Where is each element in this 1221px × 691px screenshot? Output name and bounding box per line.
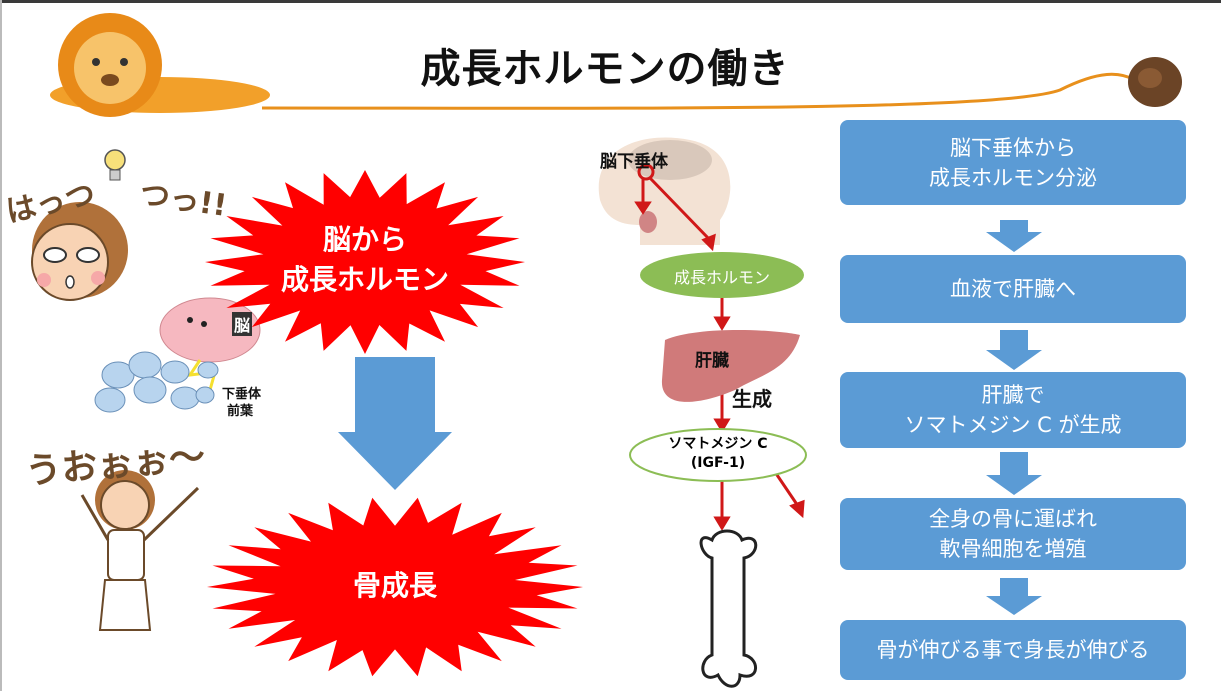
burst-top-shape xyxy=(205,170,525,354)
step-text: 成長ホルモン分泌 xyxy=(929,165,1097,190)
step-box-4: 全身の骨に運ばれ軟骨細胞を増殖 xyxy=(840,498,1186,570)
liver-label: 肝臓 xyxy=(695,351,729,371)
step-text: 血液で肝臓へ xyxy=(950,277,1076,301)
liver-shape xyxy=(661,330,800,402)
burst-bottom-shape xyxy=(207,497,583,677)
burst-top-label: 脳から 成長ホルモン xyxy=(270,220,460,300)
somatomedin-node xyxy=(629,428,807,482)
cheering-character xyxy=(80,470,200,631)
step-box-1: 脳下垂体から成長ホルモン分泌 xyxy=(840,120,1186,205)
step-box-3: 肝臓でソマトメジン C が生成 xyxy=(840,372,1186,448)
step-arrows xyxy=(986,220,1042,615)
step-box-5: 骨が伸びる事で身長が伸びる xyxy=(840,620,1186,680)
step-text: 脳下垂体から xyxy=(950,135,1076,160)
step-text: 軟骨細胞を増殖 xyxy=(939,537,1087,561)
left-border xyxy=(0,0,2,691)
step-text: 肝臓で xyxy=(981,383,1045,407)
somatomedin-line-2: (IGF-1) xyxy=(690,455,746,471)
top-border xyxy=(0,0,1221,3)
brain-tag: 脳 xyxy=(232,312,253,336)
page-title: 成長ホルモンの働き xyxy=(420,46,790,92)
burst-top-line-1: 脳から xyxy=(322,223,407,256)
lion-tail-icon xyxy=(1128,57,1182,107)
pituitary-label: 脳下垂体 xyxy=(600,152,668,172)
somatomedin-label: ソマトメジン C (IGF-1) xyxy=(630,435,806,473)
hormone-characters xyxy=(94,351,219,413)
step-text: ソマトメジン C が生成 xyxy=(904,413,1122,437)
step-text: 全身の骨に運ばれ xyxy=(929,507,1097,531)
pituitary-label-2: 前葉 xyxy=(227,404,254,419)
down-arrow-large xyxy=(338,357,452,490)
step-text: 骨が伸びる事で身長が伸びる xyxy=(876,638,1150,662)
step-box-2: 血液で肝臓へ xyxy=(840,255,1186,323)
pituitary-label-1: 下垂体 xyxy=(222,387,262,402)
lion-illustration xyxy=(50,13,1136,117)
character-illustration xyxy=(31,149,128,301)
burst-top-line-2: 成長ホルモン xyxy=(280,263,449,296)
growth-hormone-node xyxy=(640,252,804,298)
burst-bottom-label: 骨成長 xyxy=(352,569,437,602)
flow-arrows xyxy=(634,163,805,531)
somatomedin-line-1: ソマトメジン C xyxy=(668,436,768,452)
growth-hormone-label: 成長ホルモン xyxy=(673,268,770,287)
produce-label: 生成 xyxy=(732,387,772,411)
bone-icon xyxy=(699,529,758,688)
